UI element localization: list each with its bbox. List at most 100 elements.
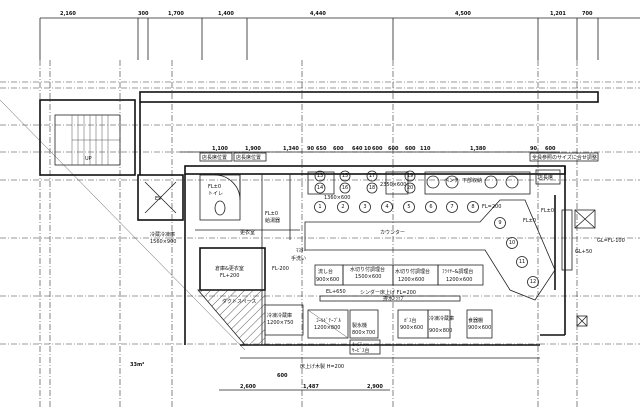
table-marker: 1 xyxy=(314,201,326,213)
svg-text:10: 10 xyxy=(509,240,515,246)
table-size: 2350×600 xyxy=(380,182,406,188)
gas-range-label: ｶﾞｽ台 xyxy=(404,317,417,324)
svg-text:13: 13 xyxy=(317,173,323,179)
drain-label: 排水ﾄﾗｯﾌﾟ xyxy=(383,295,406,302)
cold-table-size: 1200×800 xyxy=(314,325,340,331)
table-marker: 16 xyxy=(339,182,351,194)
area-label: 33m² xyxy=(130,362,144,368)
dim-label: 640 xyxy=(352,146,363,152)
elevator: EV xyxy=(137,174,184,221)
dim-label: 10 xyxy=(364,146,371,152)
work-table-label: 水切り付調理台 xyxy=(350,266,385,273)
gas-range-size: 900×600 xyxy=(400,325,423,331)
ice-maker-label: 製氷機 xyxy=(352,322,367,329)
top-dimension-labels: 2,160 300 1,700 1,400 4,440 4,500 1,201 … xyxy=(60,11,593,17)
table-marker: 7 xyxy=(446,201,458,213)
table-marker: 20 xyxy=(404,182,416,194)
svg-text:16: 16 xyxy=(342,185,348,191)
svg-text:17: 17 xyxy=(369,173,375,179)
svg-text:6: 6 xyxy=(429,204,432,210)
fridge-size: 900×800 xyxy=(429,328,452,334)
fl0-label: FL±0 xyxy=(265,211,278,217)
manager-seat-label: 店長席 xyxy=(538,174,553,181)
svg-text:8: 8 xyxy=(471,204,474,210)
dim-label: 600 xyxy=(545,146,556,152)
cinder-label: シンダー床上げ FL=200 xyxy=(360,289,416,296)
table-marker: 15 xyxy=(339,170,351,182)
dish-cabinet-label: 食器棚 xyxy=(468,317,483,324)
gl-label: GL=FL-100 xyxy=(597,238,625,244)
svg-text:4: 4 xyxy=(385,204,388,210)
table-marker: 4 xyxy=(381,201,393,213)
svg-text:19: 19 xyxy=(407,173,413,179)
fridge-top-left: 冷蔵冷凍庫 1560×900 xyxy=(150,231,176,245)
dim-label: 600 xyxy=(405,146,416,152)
cold-table-label: ｺｰﾙﾄﾞﾃｰﾌﾞﾙ xyxy=(316,317,342,324)
dim-label: 600 xyxy=(277,373,288,379)
fridge-label: 冷凍冷蔵庫 xyxy=(429,315,454,322)
dim-label: 600 xyxy=(388,146,399,152)
dim-label: 1,487 xyxy=(303,384,319,390)
table-marker: 9 xyxy=(494,217,506,229)
sink-size: 900×600 xyxy=(316,277,339,283)
fridge-label: 冷蔵冷凍庫 xyxy=(150,231,175,238)
storage-room-label: 倉庫&更衣室 xyxy=(215,265,244,272)
dim-label: 90 xyxy=(530,146,537,152)
fridge-size: 1560×900 xyxy=(150,239,176,245)
table-markers: 1 2 3 4 5 6 7 8 9 10 11 12 13 14 15 16 1… xyxy=(314,170,539,288)
fryer-label: ﾌﾗｲﾔｰ&調理台 xyxy=(442,268,473,275)
right-side: GL=FL-100 GL+50 FL±0 xyxy=(541,195,625,327)
table-marker: 13 xyxy=(314,170,326,182)
table-marker: 10 xyxy=(506,237,518,249)
dim-label: 600 xyxy=(333,146,344,152)
bottom-dimensions: 床上げ木製 H=200 2,600 1,487 2,900 600 33m² xyxy=(130,357,540,391)
ev-label: EV xyxy=(155,196,162,202)
inner-dimension-labels: 1,100 1,900 1,340 90 650 600 640 10 600 … xyxy=(180,146,599,162)
table-marker: 11 xyxy=(516,256,528,268)
gl-plus-label: GL+50 xyxy=(575,249,592,255)
svg-text:9: 9 xyxy=(498,220,501,226)
svg-text:1: 1 xyxy=(318,204,321,210)
svg-text:15: 15 xyxy=(342,173,348,179)
storage-fl-label: FL+200 xyxy=(220,273,239,279)
table-marker: 5 xyxy=(403,201,415,213)
svg-text:18: 18 xyxy=(369,185,375,191)
toilet-area: FL±0 トイレ FL±0 給湯器 更衣室 xyxy=(199,174,280,236)
work-table-size: 1500×600 xyxy=(355,274,381,280)
fryer-size: 1200×600 xyxy=(446,277,472,283)
table-marker: 17 xyxy=(366,170,378,182)
svg-text:7: 7 xyxy=(450,204,453,210)
toilet-label: トイレ xyxy=(208,191,223,197)
dim-label: 4,440 xyxy=(310,11,326,17)
counter-label: カウンター xyxy=(380,229,405,236)
svg-text:12: 12 xyxy=(530,279,536,285)
dim-label: 700 xyxy=(582,11,593,17)
fl-label: FL±0 xyxy=(523,218,536,224)
sink-label: 流し台 xyxy=(318,268,333,275)
el-label: EL+650 xyxy=(326,289,346,295)
fl-label: FL=200 xyxy=(482,204,501,210)
fl-label: FL-200 xyxy=(272,266,289,272)
dim-label: 2,900 xyxy=(367,384,383,390)
table-marker: 14 xyxy=(314,182,326,194)
dim-label: 90 xyxy=(307,146,314,152)
register-note: ｻｰﾋﾞｽ台 xyxy=(352,347,370,354)
dish-cabinet-size: 900×600 xyxy=(468,325,491,331)
table-marker: 6 xyxy=(425,201,437,213)
dim-label: 650 xyxy=(316,146,327,152)
dim-label: 1,380 xyxy=(470,146,486,152)
prep-fridge-label: 冷凍冷蔵庫 xyxy=(267,312,292,319)
hand-wash-label: 手洗い xyxy=(291,255,306,262)
dim-label: 1,700 xyxy=(168,11,184,17)
register-label: レジ xyxy=(352,342,362,348)
counter: カウンター FL=200 FL±0 FL-200 xyxy=(272,199,556,301)
kitchen-equipment: 流し台 900×600 水切り付調理台 1500×600 水切り付調理台 120… xyxy=(264,248,493,355)
work-table-size: 1200×600 xyxy=(398,277,424,283)
dim-label: 4,500 xyxy=(455,11,471,17)
master-label: ﾏｽﾀｰ xyxy=(296,248,307,254)
dim-label: 2,600 xyxy=(240,384,256,390)
svg-text:11: 11 xyxy=(519,259,525,265)
table-marker: 18 xyxy=(366,182,378,194)
dim-label: 110 xyxy=(420,146,431,152)
svg-text:5: 5 xyxy=(407,204,410,210)
